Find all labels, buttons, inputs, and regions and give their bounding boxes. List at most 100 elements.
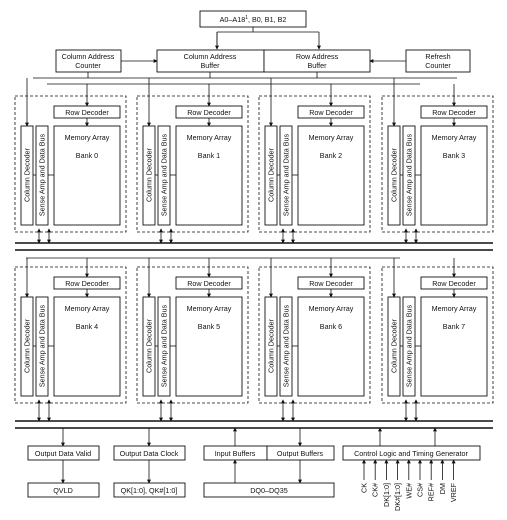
row-decoder-label: Row Decoder <box>432 108 476 117</box>
svg-text:Control Logic and Timing Gener: Control Logic and Timing Generator <box>354 449 468 458</box>
svg-text:QVLD: QVLD <box>53 486 73 495</box>
row-decoder-label: Row Decoder <box>65 108 109 117</box>
sense-amp-box <box>157 296 171 397</box>
control-signal-label: DK#[1:0] <box>393 483 402 511</box>
svg-text:QK[1:0], QK#[1:0]: QK[1:0], QK#[1:0] <box>121 486 178 495</box>
control-signal-0: CK <box>360 459 369 493</box>
memory-array-label: Memory Array <box>309 133 354 142</box>
column-decoder-label: Column Decoder <box>23 147 32 202</box>
control-signal-1: CK# <box>371 459 380 497</box>
memory-array-label: Memory Array <box>65 133 110 142</box>
bank-boundary <box>14 266 127 404</box>
column-decoder-label: Column Decoder <box>145 147 154 202</box>
row-decoder-label: Row Decoder <box>309 108 353 117</box>
bank-label: Bank 0 <box>76 151 98 160</box>
control-signal-6: REF# <box>427 459 436 501</box>
output-data-valid-block: Output Data Valid <box>27 445 100 461</box>
address-input-block: A0–A181, B0, B1, B2 <box>199 10 307 28</box>
column-decoder-label: Column Decoder <box>23 318 32 373</box>
control-signal-label: CK <box>360 483 369 493</box>
sense-amp-label: Sense Amp and Data Bus <box>160 304 169 387</box>
bank-boundary <box>258 95 371 233</box>
control-signal-label: CK# <box>371 483 380 497</box>
bank-label: Bank 3 <box>443 151 465 160</box>
sense-amp-label: Sense Amp and Data Bus <box>38 133 47 216</box>
bank-label: Bank 2 <box>320 151 342 160</box>
output-buffers-block: Output Buffers <box>266 445 335 461</box>
svg-text:Output Data Clock: Output Data Clock <box>120 449 179 458</box>
control-signal-label: REF# <box>427 483 436 501</box>
sense-amp-box <box>402 296 416 397</box>
control-signal-3: DK#[1:0] <box>393 459 402 511</box>
column-decoder-label: Column Decoder <box>145 318 154 373</box>
memory-array-label: Memory Array <box>432 133 477 142</box>
column-address-buffer: Column Address Buffer <box>156 49 265 73</box>
sense-amp-label: Sense Amp and Data Bus <box>160 133 169 216</box>
bank-boundary <box>14 95 127 233</box>
svg-text:Input Buffers: Input Buffers <box>215 449 256 458</box>
row-decoder-label: Row Decoder <box>65 279 109 288</box>
bank-label: Bank 4 <box>76 322 98 331</box>
control-signal-5: CS# <box>416 459 425 497</box>
svg-text:Counter: Counter <box>425 61 451 70</box>
bank-boundary <box>136 266 249 404</box>
sense-amp-box <box>35 296 49 397</box>
bank-boundary <box>381 95 494 233</box>
control-logic-block: Control Logic and Timing Generator <box>342 445 481 461</box>
refresh-counter: Refresh Counter <box>405 49 471 73</box>
row-address-buffer: Row Address Buffer <box>263 49 371 73</box>
column-decoder-label: Column Decoder <box>267 318 276 373</box>
bank-label: Bank 1 <box>198 151 220 160</box>
memory-array-box <box>297 296 365 397</box>
memory-array-box <box>420 296 488 397</box>
row-decoder-label: Row Decoder <box>187 108 231 117</box>
sense-amp-label: Sense Amp and Data Bus <box>38 304 47 387</box>
svg-text:Buffer: Buffer <box>307 61 327 70</box>
control-signal-label: CS# <box>416 483 425 497</box>
svg-text:Row Address: Row Address <box>296 52 339 61</box>
svg-text:Output Buffers: Output Buffers <box>277 449 324 458</box>
output-data-clock-block: Output Data Clock <box>113 445 186 461</box>
sense-amp-box <box>279 125 293 226</box>
control-signal-4: WE# <box>404 459 413 499</box>
sense-amp-label: Sense Amp and Data Bus <box>405 133 414 216</box>
memory-array-box <box>53 296 121 397</box>
svg-text:Counter: Counter <box>75 61 101 70</box>
input-buffers-block: Input Buffers <box>203 445 268 461</box>
bank-label: Bank 6 <box>320 322 342 331</box>
sense-amp-label: Sense Amp and Data Bus <box>282 133 291 216</box>
memory-array-label: Memory Array <box>65 304 110 313</box>
control-signal-label: DK[1:0] <box>382 483 391 507</box>
sense-amp-box <box>402 125 416 226</box>
svg-text:Buffer: Buffer <box>200 61 220 70</box>
address-input-label: A0–A181, B0, B1, B2 <box>220 15 287 24</box>
svg-text:Column Address: Column Address <box>184 52 237 61</box>
column-decoder-label: Column Decoder <box>390 147 399 202</box>
qvld-output: QVLD <box>27 482 100 498</box>
sense-amp-box <box>157 125 171 226</box>
control-signal-2: DK[1:0] <box>382 459 391 507</box>
control-signal-7: DM <box>438 459 447 494</box>
qk-output: QK[1:0], QK#[1:0] <box>113 482 186 498</box>
bank-label: Bank 7 <box>443 322 465 331</box>
memory-array-box <box>175 125 243 226</box>
bank-boundary <box>136 95 249 233</box>
memory-array-box <box>420 125 488 226</box>
control-signal-label: VREF <box>449 482 458 502</box>
column-decoder-label: Column Decoder <box>267 147 276 202</box>
memory-array-box <box>297 125 365 226</box>
sense-amp-label: Sense Amp and Data Bus <box>282 304 291 387</box>
row-decoder-label: Row Decoder <box>432 279 476 288</box>
column-address-counter: Column Address Counter <box>55 49 122 73</box>
control-signal-label: WE# <box>404 483 413 499</box>
memory-array-label: Memory Array <box>187 133 232 142</box>
bank-boundary <box>381 266 494 404</box>
